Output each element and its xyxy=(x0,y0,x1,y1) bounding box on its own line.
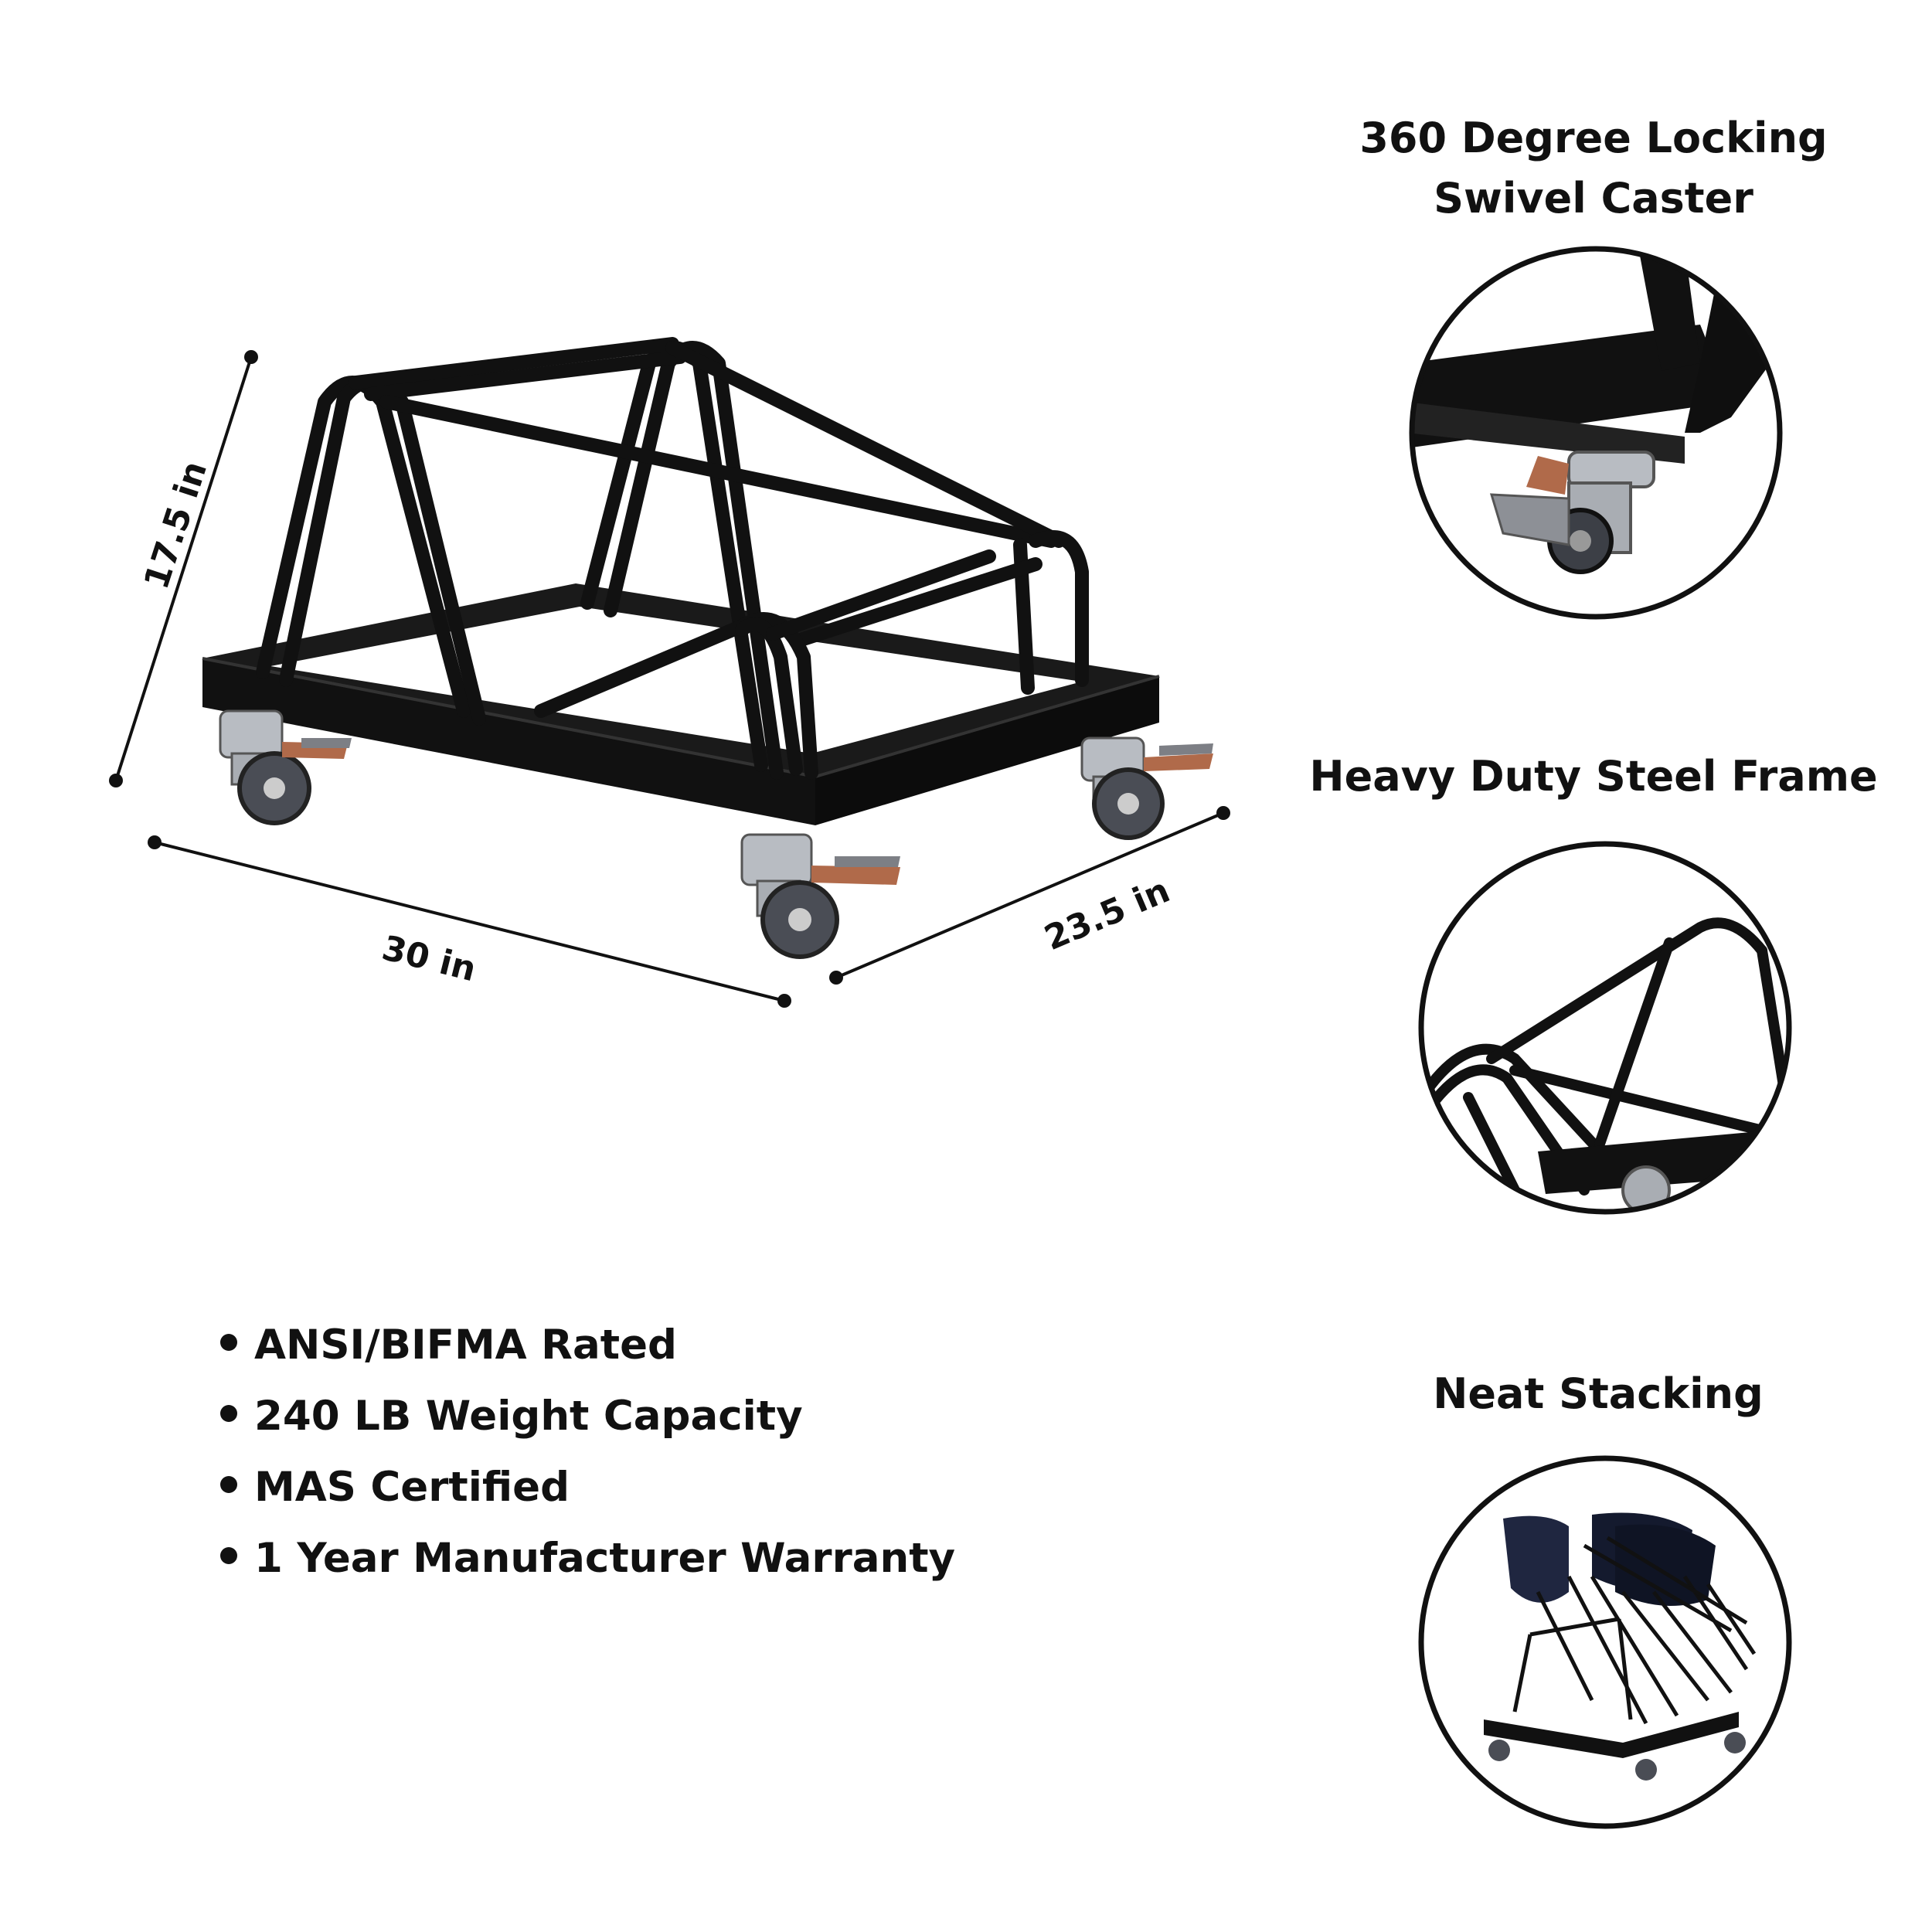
caster-closeup-image xyxy=(1409,246,1783,620)
chair-dolly-image xyxy=(202,337,1213,959)
feature-title-frame: Heavy Duty Steel Frame xyxy=(1246,747,1932,807)
bullet-dot-icon xyxy=(220,1476,237,1494)
bullet-text: MAS Certified xyxy=(254,1464,570,1511)
frame-closeup-image xyxy=(1418,841,1792,1215)
feature-title-caster: 360 Degree Locking Swivel Caster xyxy=(1246,108,1932,229)
bullet-text: 1 Year Manufacturer Warranty xyxy=(254,1535,956,1582)
dimension-length: 30 in xyxy=(148,835,791,1008)
feature-title-caster-line2: Swivel Caster xyxy=(1434,174,1753,223)
caster-front-middle xyxy=(740,833,900,959)
bullet-dot-icon xyxy=(220,1547,237,1565)
feature-bullet-list: ANSI/BIFMA Rated 240 LB Weight Capacity … xyxy=(220,1310,955,1594)
feature-title-frame-line1: Heavy Duty Steel Frame xyxy=(1309,752,1878,801)
feature-title-caster-line1: 360 Degree Locking xyxy=(1359,114,1828,162)
dimension-length-label: 30 in xyxy=(378,928,480,989)
bullet-dot-icon xyxy=(220,1405,237,1423)
dimension-height-label: 17.5 in xyxy=(137,457,215,594)
bullet-text: 240 LB Weight Capacity xyxy=(254,1393,803,1440)
bullet-item: MAS Certified xyxy=(220,1452,955,1523)
stacked-chairs-image xyxy=(1418,1455,1792,1829)
feature-title-stacking: Neat Stacking xyxy=(1250,1364,1932,1424)
dimension-width: 23.5 in xyxy=(829,806,1230,985)
bullet-item: ANSI/BIFMA Rated xyxy=(220,1310,955,1381)
feature-title-stacking-line1: Neat Stacking xyxy=(1433,1369,1764,1418)
bullet-dot-icon xyxy=(220,1334,237,1352)
bullet-item: 1 Year Manufacturer Warranty xyxy=(220,1523,955,1594)
bullet-item: 240 LB Weight Capacity xyxy=(220,1381,955,1452)
caster-front-right xyxy=(1080,736,1213,840)
caster-front-left xyxy=(219,709,352,825)
bullet-text: ANSI/BIFMA Rated xyxy=(254,1321,677,1369)
